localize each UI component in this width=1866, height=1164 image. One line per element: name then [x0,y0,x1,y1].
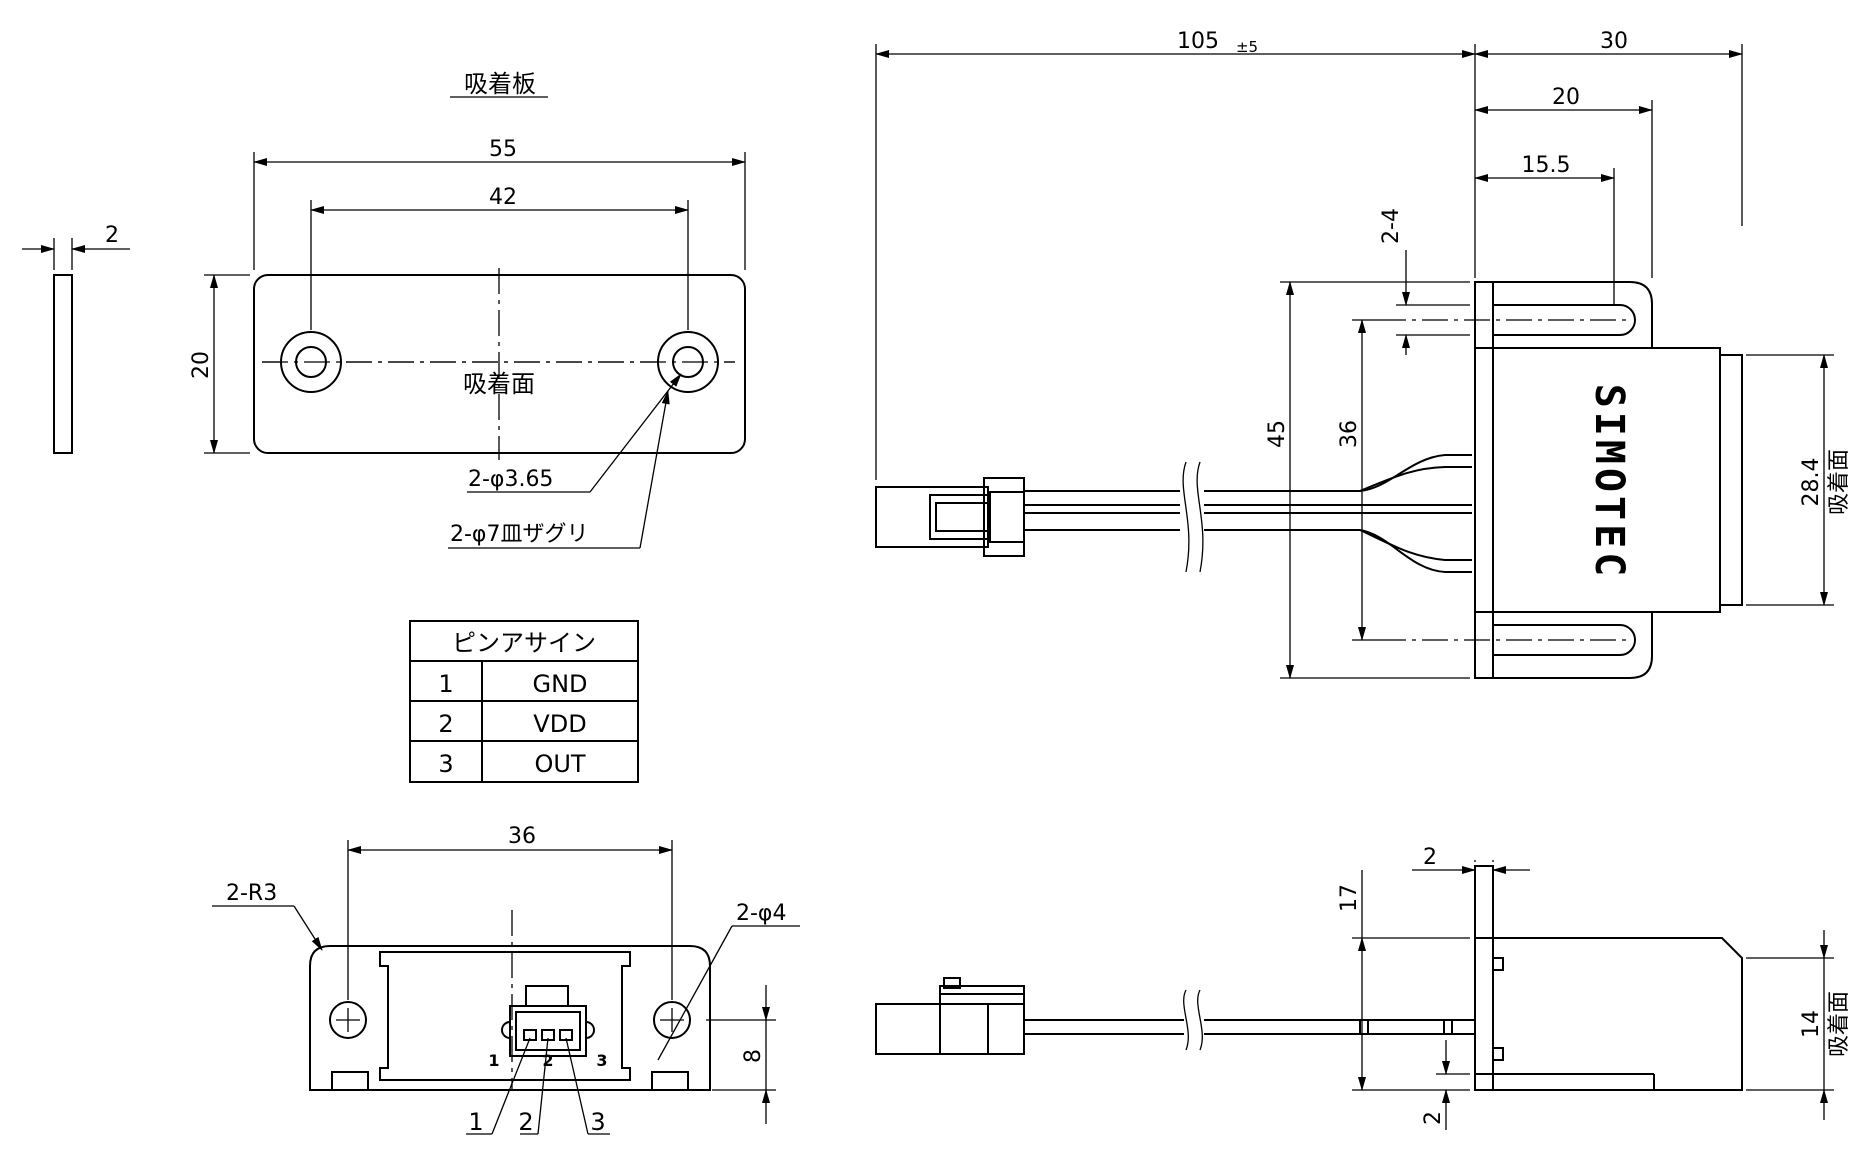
plate-hole-pitch-dim: 42 [489,185,517,210]
face-label: 吸着面 [1827,449,1852,515]
plate-thickness-dim: 2 [105,223,119,248]
brand-label: SIMOTEC [1586,384,1632,581]
side-bottom-dim: 2 [1421,1111,1446,1125]
side-flange [1474,865,1494,1091]
side-face-dim: 14 [1799,1010,1824,1038]
plate-countersink-note: 2-φ7皿ザグリ [450,522,588,547]
pin-assignment-table: ピンアサイン 1 GND 2 VDD 3 OUT [409,620,639,783]
slot-width-dim: 2-4 [1379,208,1404,244]
plate-width-dim: 55 [489,137,517,162]
pin-table-header: ピンアサイン [452,629,596,657]
connector-height-dim: 8 [741,1049,766,1063]
sensor-front-view: 1 2 3 1 2 3 36 2-R3 2-φ4 8 [212,824,800,1136]
front-hole-left [329,1001,367,1039]
cable-length-dim: 105 [1177,29,1219,54]
side-face-label: 吸着面 [1827,991,1852,1057]
face-height-dim: 28.4 [1799,458,1824,507]
body-depth-dim: 20 [1552,85,1580,110]
pin-leader-label: 3 [590,1108,605,1136]
cable-length-tolerance: ±5 [1236,38,1258,56]
pin-table-signal: VDD [533,710,586,738]
plate-face-label: 吸着面 [463,370,535,398]
pin-number-label: 2 [542,1051,553,1070]
plate-hole-note: 2-φ3.65 [468,467,553,492]
pin-table-pin: 1 [438,670,453,698]
pin-number-label: 3 [596,1051,607,1070]
plate-side-view [53,274,73,454]
side-connector [875,1003,989,1055]
sensor-top-view: SIMOTEC 105 ±5 30 20 15.5 2-4 45 [875,29,1852,679]
mounting-slot [1494,624,1636,656]
overall-height-dim: 45 [1265,420,1290,448]
plate-title: 吸着板 [464,70,536,98]
front-radius-note: 2-R3 [226,881,277,906]
pin-leader-label: 1 [468,1108,483,1136]
side-height-dim: 17 [1337,884,1362,912]
pin-table-signal: OUT [534,750,585,778]
total-depth-dim: 30 [1600,29,1628,54]
sensor-side-view: 2 17 2 14 吸着面 [875,845,1852,1130]
mounting-flange [1474,281,1653,349]
pin-table-pin: 3 [438,750,453,778]
plate-view: 吸着板 2 吸着面 55 42 [22,70,746,549]
side-body [1475,937,1743,1091]
pin-leader-label: 2 [518,1108,533,1136]
front-outline [309,945,711,1091]
connector-socket [501,985,595,1057]
plate-height-dim: 20 [189,351,214,379]
pin-table-pin: 2 [438,710,453,738]
pin-number-label: 1 [488,1051,499,1070]
side-flange-dim: 2 [1423,845,1437,870]
front-hole-right [653,1001,691,1039]
slot-pitch-dim: 36 [1337,420,1362,448]
front-hole-pitch-dim: 36 [508,824,536,849]
slot-position-dim: 15.5 [1522,153,1571,178]
mounting-slot [1494,304,1636,336]
pin-table-signal: GND [532,670,587,698]
sensor-body [1474,347,1721,613]
front-hole-note: 2-φ4 [736,901,786,926]
